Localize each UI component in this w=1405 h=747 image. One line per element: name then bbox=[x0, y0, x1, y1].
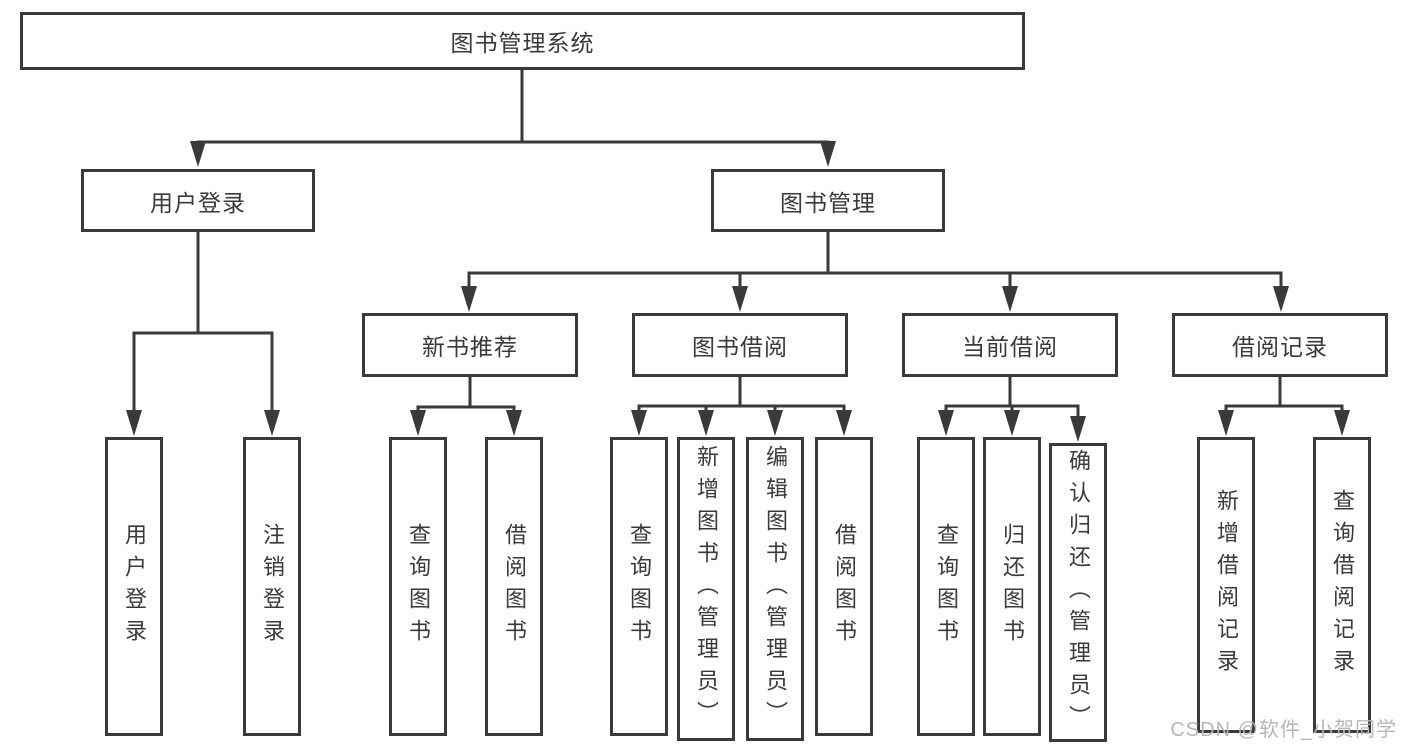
node-records-query-record-label: 查询借阅记录 bbox=[1330, 489, 1355, 681]
node-records-query-record: 查询借阅记录 bbox=[1313, 437, 1371, 733]
node-current-query-books: 查询图书 bbox=[917, 437, 975, 736]
node-current-borrowing-label: 当前借阅 bbox=[962, 334, 1058, 360]
node-current-borrowing: 当前借阅 bbox=[902, 313, 1118, 377]
node-borrowing-add-books-admin: 新增图书（管理员） bbox=[677, 437, 735, 741]
node-borrowing-borrow-books: 借阅图书 bbox=[815, 437, 873, 736]
node-logout: 注销登录 bbox=[243, 437, 301, 736]
node-borrowing-edit-books-admin: 编辑图书（管理员） bbox=[746, 437, 804, 741]
node-logout-label: 注销登录 bbox=[260, 522, 285, 651]
node-current-query-books-label: 查询图书 bbox=[934, 522, 959, 651]
node-records-add-record-label: 新增借阅记录 bbox=[1214, 489, 1239, 681]
node-new-book-recommend-label: 新书推荐 bbox=[422, 334, 518, 360]
node-borrow-records: 借阅记录 bbox=[1172, 313, 1388, 377]
node-book-management: 图书管理 bbox=[711, 169, 945, 232]
node-book-borrowing-label: 图书借阅 bbox=[692, 334, 788, 360]
node-current-return-books: 归还图书 bbox=[983, 437, 1041, 736]
node-user-login-label: 用户登录 bbox=[150, 189, 246, 216]
node-user-login-leaf-label: 用户登录 bbox=[122, 522, 147, 651]
node-current-confirm-return-admin-label: 确认归还（管理员） bbox=[1066, 448, 1091, 737]
node-library-system: 图书管理系统 bbox=[20, 12, 1025, 70]
node-borrowing-borrow-books-label: 借阅图书 bbox=[832, 522, 857, 651]
node-records-add-record: 新增借阅记录 bbox=[1197, 437, 1255, 733]
node-newbooks-borrow-books-label: 借阅图书 bbox=[502, 522, 527, 651]
node-borrowing-query-books: 查询图书 bbox=[610, 437, 668, 736]
node-user-login-leaf: 用户登录 bbox=[105, 437, 163, 736]
node-newbooks-query-books: 查询图书 bbox=[389, 437, 447, 736]
node-library-system-label: 图书管理系统 bbox=[450, 30, 595, 56]
node-current-return-books-label: 归还图书 bbox=[1000, 522, 1025, 651]
watermark: CSDN @软件_小贺同学 bbox=[1170, 719, 1397, 741]
node-book-management-label: 图书管理 bbox=[780, 189, 876, 216]
node-borrowing-query-books-label: 查询图书 bbox=[627, 522, 652, 651]
node-newbooks-query-books-label: 查询图书 bbox=[406, 522, 431, 651]
node-current-confirm-return-admin: 确认归还（管理员） bbox=[1049, 443, 1107, 742]
node-borrowing-edit-books-admin-label: 编辑图书（管理员） bbox=[763, 445, 788, 733]
node-book-borrowing: 图书借阅 bbox=[632, 313, 848, 377]
node-user-login: 用户登录 bbox=[81, 169, 315, 232]
node-borrowing-add-books-admin-label: 新增图书（管理员） bbox=[694, 445, 719, 733]
node-newbooks-borrow-books: 借阅图书 bbox=[485, 437, 543, 736]
node-new-book-recommend: 新书推荐 bbox=[362, 313, 578, 377]
node-borrow-records-label: 借阅记录 bbox=[1232, 334, 1328, 360]
